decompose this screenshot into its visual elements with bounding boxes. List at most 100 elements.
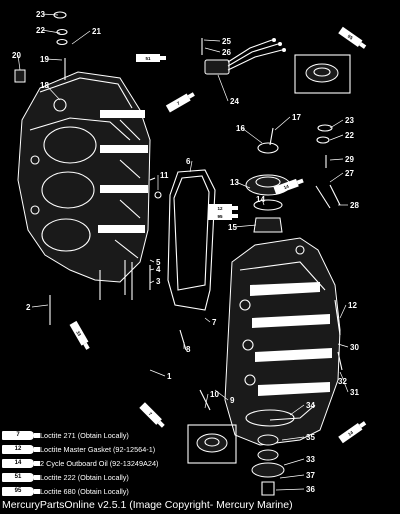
callout-24: 24 xyxy=(230,97,239,106)
tube-33: 33 xyxy=(69,320,90,350)
callout-3: 3 xyxy=(156,277,161,286)
legend-text: Loctite 680 (Obtain Locally) xyxy=(40,486,129,496)
callout-23: 23 xyxy=(345,116,354,125)
callout-16: 16 xyxy=(236,124,245,133)
leader-line xyxy=(71,30,91,45)
bolts-and-washers[interactable] xyxy=(14,11,343,411)
leader-line xyxy=(275,488,305,491)
tube-12: 12 xyxy=(208,204,238,212)
leader-line xyxy=(283,458,305,466)
leader-line xyxy=(214,389,229,401)
callout-23: 23 xyxy=(36,10,45,19)
leader-lines xyxy=(17,13,349,491)
callout-31: 31 xyxy=(350,388,359,397)
cylinder-block[interactable] xyxy=(17,71,151,300)
tube-7: 7 xyxy=(139,402,165,428)
leader-line xyxy=(149,280,155,284)
callout-7: 7 xyxy=(212,318,217,327)
callout-8: 8 xyxy=(186,345,191,354)
svg-text:7: 7 xyxy=(148,411,154,417)
leader-line xyxy=(31,304,49,308)
tube-14: 14 xyxy=(338,421,367,444)
callout-27: 27 xyxy=(345,169,354,178)
svg-text:7: 7 xyxy=(176,100,181,106)
legend-text: 2 Cycle Outboard Oil (92-13249A24) xyxy=(40,458,159,468)
svg-text:14: 14 xyxy=(283,184,290,191)
callout-36: 36 xyxy=(306,485,315,494)
leader-line xyxy=(329,172,344,183)
svg-text:51: 51 xyxy=(145,56,151,61)
callout-6: 6 xyxy=(186,157,191,166)
leader-line xyxy=(149,259,155,263)
gasket-strip[interactable] xyxy=(167,169,216,311)
callout-28: 28 xyxy=(350,201,359,210)
callout-30: 30 xyxy=(350,343,359,352)
leader-line xyxy=(149,268,155,271)
callout-11: 11 xyxy=(160,171,169,180)
tube-7: 7 xyxy=(165,92,195,113)
callout-4: 4 xyxy=(156,265,161,274)
seal-inset-box xyxy=(294,54,351,94)
tube-95: 95 xyxy=(208,212,238,220)
lower-bearing-stack[interactable] xyxy=(245,409,295,496)
legend-text: Loctite Master Gasket (92-12564-1) xyxy=(40,444,156,454)
leader-line xyxy=(329,134,344,141)
callout-25: 25 xyxy=(222,37,231,46)
leader-line xyxy=(241,127,263,144)
leader-line xyxy=(204,317,211,323)
legend-tube-14: 14 xyxy=(2,458,40,468)
callout-15: 15 xyxy=(228,223,237,232)
svg-text:95: 95 xyxy=(217,214,223,219)
sensor-harness[interactable] xyxy=(204,38,286,75)
callout-18: 18 xyxy=(40,81,49,90)
leader-line xyxy=(203,39,221,42)
legend-tube-51: 51 xyxy=(2,472,40,482)
leader-line xyxy=(41,13,59,16)
leader-line xyxy=(289,404,305,416)
svg-text:95: 95 xyxy=(347,34,354,41)
crankcase-cover[interactable] xyxy=(224,237,341,446)
callout-22: 22 xyxy=(36,26,45,35)
leader-line xyxy=(281,436,305,441)
legend-tube-95: 95 xyxy=(2,486,40,496)
callout-26: 26 xyxy=(222,48,231,57)
leader-line xyxy=(149,369,166,377)
leader-line xyxy=(204,393,209,409)
leader-line xyxy=(329,158,344,161)
leader-line xyxy=(45,58,63,61)
callout-14: 14 xyxy=(256,195,265,204)
leader-line xyxy=(343,381,349,393)
leader-line xyxy=(45,84,61,101)
leader-line xyxy=(204,47,221,53)
legend-tube-7: 7 xyxy=(2,430,40,440)
callout-1: 1 xyxy=(167,372,172,381)
tube-95: 95 xyxy=(338,26,367,49)
callout-20: 20 xyxy=(12,51,21,60)
lower-seal-inset-box xyxy=(187,424,237,464)
leader-line xyxy=(17,54,21,71)
callout-19: 19 xyxy=(40,55,49,64)
callout-12: 12 xyxy=(348,301,357,310)
leader-line xyxy=(233,224,257,228)
callout-10: 10 xyxy=(210,390,219,399)
legend-text: Loctite 271 (Obtain Locally) xyxy=(40,430,129,440)
leader-line xyxy=(189,160,193,173)
callout-9: 9 xyxy=(230,396,235,405)
svg-text:12: 12 xyxy=(217,206,223,211)
callout-32: 32 xyxy=(338,377,347,386)
leader-line xyxy=(235,181,251,189)
callout-17: 17 xyxy=(292,113,301,122)
callout-29: 29 xyxy=(345,155,354,164)
leader-line xyxy=(339,304,347,319)
callout-35: 35 xyxy=(306,433,315,442)
callout-22: 22 xyxy=(345,131,354,140)
tube-51: 51 xyxy=(136,54,166,62)
